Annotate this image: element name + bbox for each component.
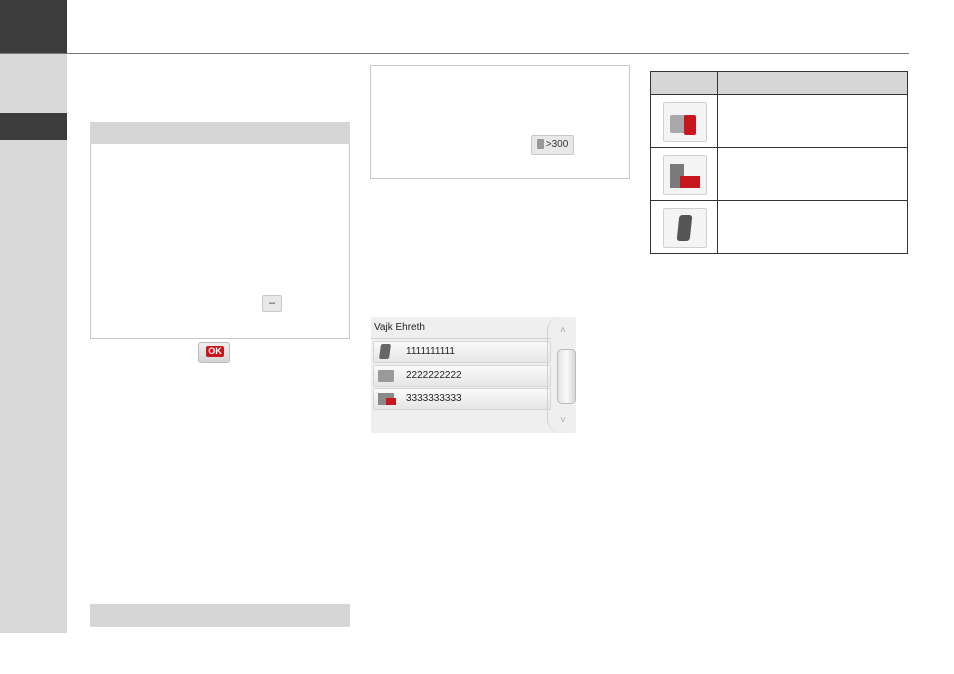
scrollbar[interactable]: ˄ ˅ bbox=[547, 317, 576, 433]
contact-number-row-3[interactable]: 3333333333 bbox=[373, 388, 551, 410]
table-header-icon bbox=[650, 71, 718, 95]
header-divider bbox=[0, 53, 909, 54]
contact-number-row-1[interactable]: 1111111111 bbox=[373, 341, 551, 363]
contact-number: 2222222222 bbox=[406, 370, 462, 381]
delete-char-icon: – bbox=[268, 297, 276, 309]
contact-number-row-2[interactable]: 2222222222 bbox=[373, 365, 551, 387]
ok-button[interactable]: OK bbox=[198, 342, 230, 363]
chapter-tab-active[interactable] bbox=[0, 113, 67, 140]
table-header-meaning bbox=[717, 71, 908, 95]
contact-divider bbox=[371, 338, 551, 339]
mobile-phone-icon bbox=[663, 208, 707, 248]
side-navigation bbox=[0, 0, 67, 633]
tip-box: >300 bbox=[370, 65, 630, 179]
mobile-phone-icon bbox=[378, 344, 392, 359]
chapter-tab-top[interactable] bbox=[0, 0, 67, 54]
contacts-count-label: >300 bbox=[545, 139, 569, 150]
table-row bbox=[650, 94, 908, 148]
scroll-thumb[interactable] bbox=[557, 349, 576, 404]
contact-name: Vajk Ehreth bbox=[374, 322, 425, 333]
contacts-icon bbox=[536, 139, 544, 150]
table-cell-icon bbox=[650, 147, 718, 201]
info-box: – bbox=[90, 144, 350, 339]
home-phone-icon bbox=[378, 370, 394, 382]
scroll-down-arrow[interactable]: ˅ bbox=[560, 415, 566, 426]
table-cell-icon bbox=[650, 200, 718, 254]
table-cell-icon bbox=[650, 94, 718, 148]
contact-number: 3333333333 bbox=[406, 393, 462, 404]
delete-char-button[interactable]: – bbox=[262, 295, 282, 312]
home-phone-icon bbox=[663, 102, 707, 142]
table-cell-text bbox=[717, 94, 908, 148]
table-row bbox=[650, 147, 908, 201]
scroll-up-arrow[interactable]: ˄ bbox=[560, 325, 566, 336]
phone-icon-table bbox=[650, 71, 908, 254]
table-header-row bbox=[650, 71, 908, 95]
info-box-header bbox=[90, 122, 350, 144]
note-box-header bbox=[90, 604, 350, 627]
contact-number: 1111111111 bbox=[406, 346, 455, 357]
table-row bbox=[650, 200, 908, 254]
ok-icon: OK bbox=[206, 346, 224, 357]
work-phone-icon bbox=[378, 393, 396, 405]
table-cell-text bbox=[717, 147, 908, 201]
contact-detail-screen: Vajk Ehreth 1111111111 2222222222 333333… bbox=[371, 317, 576, 433]
work-phone-icon bbox=[663, 155, 707, 195]
table-cell-text bbox=[717, 200, 908, 254]
contacts-count-button[interactable]: >300 bbox=[531, 135, 574, 155]
